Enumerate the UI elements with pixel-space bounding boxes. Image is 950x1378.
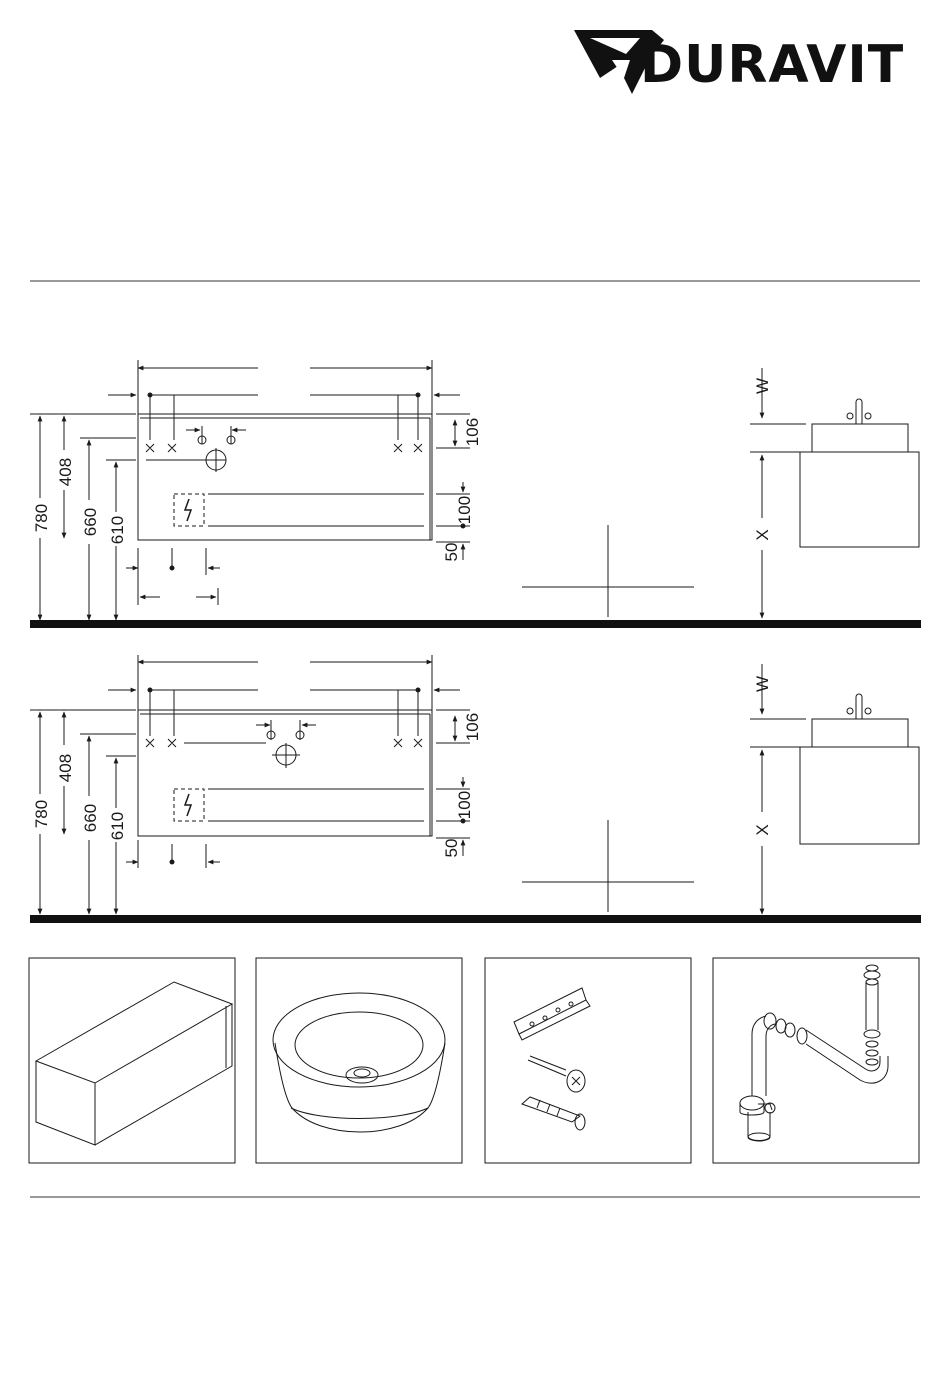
dim-mid-height: 660 [81,508,100,536]
duravit-logo: DURAVIT [574,30,904,95]
side-label-lower: X [753,824,772,835]
part-siphon [713,958,919,1163]
side-label-upper: W [753,676,772,692]
cabinet-icon [36,982,232,1145]
dim-top-height: 408 [56,754,75,782]
dim-slot-height: 100 [455,496,474,524]
dimension-labels-a: 780 408 660 610 106 100 50 W X [32,378,772,561]
part-cabinet [29,958,235,1163]
dim-slot-height: 100 [455,791,474,819]
parts-list [29,958,919,1163]
dim-top-offset: 106 [463,418,482,446]
dim-top-offset: 106 [463,713,482,741]
part-fixings [485,958,691,1163]
fixing-kit-icon [514,988,590,1130]
dim-bottom-offset: 50 [442,543,461,562]
part-basin [256,958,462,1163]
side-label-lower: X [753,529,772,540]
front-elevation-b [30,655,919,914]
dim-overall-height: 780 [32,504,51,532]
dim-top-height: 408 [56,458,75,486]
floor-line-a [30,620,921,628]
floor-line-b [30,915,921,923]
siphon-icon [740,965,888,1141]
dim-low-height: 610 [108,516,127,544]
front-elevation-a [30,360,919,620]
dim-mid-height: 660 [81,804,100,832]
dim-bottom-offset: 50 [442,839,461,858]
dimension-labels-b: 780 408 660 610 106 100 50 W X [32,676,772,857]
side-label-upper: W [753,378,772,394]
dim-low-height: 610 [108,812,127,840]
round-basin-icon [273,993,445,1132]
dim-overall-height: 780 [32,800,51,828]
brand-name: DURAVIT [640,35,904,95]
